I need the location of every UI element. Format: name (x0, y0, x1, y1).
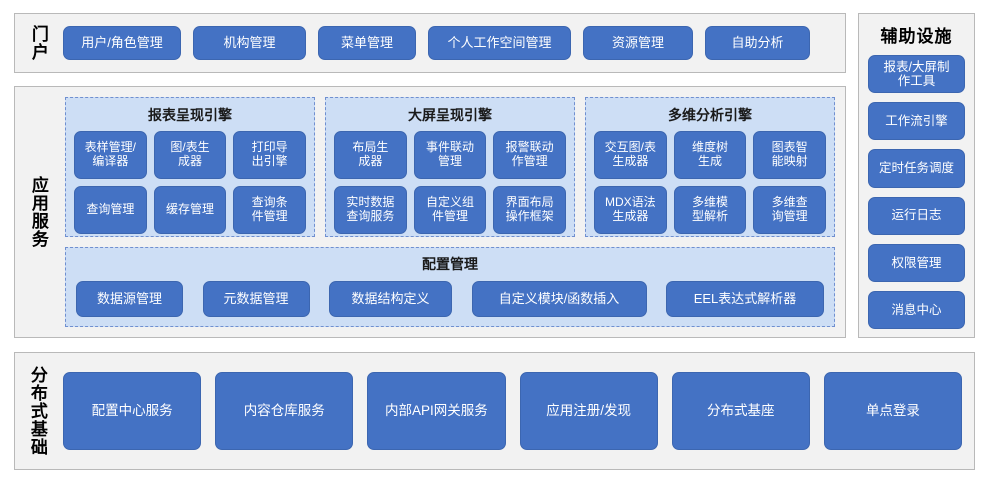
engine-2-button-0[interactable]: 交互图/表 生成器 (594, 131, 667, 179)
config-button-4[interactable]: EEL表达式解析器 (666, 281, 824, 317)
portal-section: 门户 用户/角色管理机构管理菜单管理个人工作空间管理资源管理自助分析 (14, 13, 846, 73)
base-button-5[interactable]: 单点登录 (823, 372, 963, 450)
engine-2-button-5[interactable]: 多维查 询管理 (753, 186, 826, 234)
portal-button-row: 用户/角色管理机构管理菜单管理个人工作空间管理资源管理自助分析 (61, 14, 845, 72)
engine-panel-title-0: 报表呈现引擎 (148, 107, 232, 123)
engine-panel-title-1: 大屏呈现引擎 (408, 107, 492, 123)
auxiliary-facilities-title: 辅助设施 (880, 27, 953, 46)
engine-panel-row: 报表呈现引擎表样管理/ 编译器图/表生 成器打印导 出引擎查询管理缓存管理查询条… (65, 97, 835, 237)
base-button-1[interactable]: 内容仓库服务 (215, 372, 354, 450)
config-management-button-row: 数据源管理元数据管理数据结构定义自定义模块/函数插入 EEL表达式解析器 (76, 280, 824, 318)
portal-section-label: 门户 (28, 25, 48, 61)
application-service-section: 应用服务 报表呈现引擎表样管理/ 编译器图/表生 成器打印导 出引擎查询管理缓存… (14, 86, 846, 338)
engine-1-button-3[interactable]: 实时数据 查询服务 (334, 186, 407, 234)
config-button-3[interactable]: 自定义模块/函数插入 (471, 281, 647, 317)
engine-0-button-0[interactable]: 表样管理/ 编译器 (74, 131, 147, 179)
config-button-0[interactable]: 数据源管理 (76, 281, 183, 317)
engine-panel-2: 多维分析引擎交互图/表 生成器维度树 生成图表智 能映射 MDX语法 生成器多维模… (585, 97, 835, 237)
engine-panel-grid-0: 表样管理/ 编译器图/表生 成器打印导 出引擎查询管理缓存管理查询条 件管理 (74, 131, 306, 234)
engine-panel-1: 大屏呈现引擎布局生 成器事件联动 管理报警联动 作管理实时数据 查询服务自定义组… (325, 97, 575, 237)
config-management-panel: 配置管理 数据源管理元数据管理数据结构定义自定义模块/函数插入 EEL表达式解析器 (65, 247, 835, 327)
base-button-2[interactable]: 内部API网关服务 (367, 372, 506, 450)
engine-0-button-4[interactable]: 缓存管理 (153, 186, 227, 234)
engine-panel-grid-1: 布局生 成器事件联动 管理报警联动 作管理实时数据 查询服务自定义组 件管理界面… (334, 131, 566, 234)
engine-2-button-3[interactable]: MDX语法 生成器 (594, 186, 667, 234)
portal-button-2[interactable]: 菜单管理 (318, 26, 416, 60)
config-management-title: 配置管理 (422, 256, 478, 272)
auxiliary-facilities-section: 辅助设施 报表/大屏制 作工具工作流引擎定时任务调度运行日志权限管理消息中心 (858, 13, 975, 338)
aux-button-5[interactable]: 消息中心 (868, 290, 965, 330)
engine-0-button-1[interactable]: 图/表生 成器 (153, 131, 227, 179)
portal-button-1[interactable]: 机构管理 (193, 26, 306, 60)
portal-button-4[interactable]: 资源管理 (583, 26, 693, 60)
aux-button-0[interactable]: 报表/大屏制 作工具 (868, 55, 965, 94)
base-button-3[interactable]: 应用注册/发现 (519, 372, 658, 450)
engine-panel-title-2: 多维分析引擎 (668, 107, 752, 123)
aux-button-3[interactable]: 运行日志 (868, 196, 965, 235)
aux-button-1[interactable]: 工作流引擎 (868, 102, 965, 141)
application-service-body: 报表呈现引擎表样管理/ 编译器图/表生 成器打印导 出引擎查询管理缓存管理查询条… (61, 87, 845, 337)
engine-0-button-5[interactable]: 查询条 件管理 (233, 186, 306, 234)
engine-1-button-1[interactable]: 事件联动 管理 (413, 131, 487, 179)
engine-1-button-5[interactable]: 界面布局 操作框架 (493, 186, 566, 234)
config-button-1[interactable]: 元数据管理 (202, 281, 310, 317)
engine-2-button-1[interactable]: 维度树 生成 (673, 131, 747, 179)
engine-0-button-2[interactable]: 打印导 出引擎 (233, 131, 306, 179)
application-service-section-label: 应用服务 (28, 176, 48, 248)
portal-button-5[interactable]: 自助分析 (705, 26, 810, 60)
portal-button-0[interactable]: 用户/角色管理 (63, 26, 181, 60)
config-button-2[interactable]: 数据结构定义 (329, 281, 452, 317)
base-button-0[interactable]: 配置中心服务 (63, 372, 202, 450)
engine-2-button-2[interactable]: 图表智 能映射 (753, 131, 826, 179)
distributed-base-section-label: 分布式基础 (27, 366, 47, 456)
aux-button-4[interactable]: 权限管理 (868, 243, 965, 282)
distributed-base-section: 分布式基础 配置中心服务内容仓库服务内部API网关服务应用注册/发现分布式基座单… (14, 352, 975, 470)
engine-1-button-2[interactable]: 报警联动 作管理 (493, 131, 566, 179)
engine-panel-grid-2: 交互图/表 生成器维度树 生成图表智 能映射 MDX语法 生成器多维模 型解析多维… (594, 131, 826, 234)
engine-2-button-4[interactable]: 多维模 型解析 (673, 186, 747, 234)
aux-button-2[interactable]: 定时任务调度 (868, 149, 965, 188)
engine-1-button-0[interactable]: 布局生 成器 (334, 131, 407, 179)
engine-0-button-3[interactable]: 查询管理 (74, 186, 147, 234)
base-button-4[interactable]: 分布式基座 (671, 372, 810, 450)
auxiliary-facilities-list: 报表/大屏制 作工具工作流引擎定时任务调度运行日志权限管理消息中心 (868, 55, 965, 330)
engine-panel-0: 报表呈现引擎表样管理/ 编译器图/表生 成器打印导 出引擎查询管理缓存管理查询条… (65, 97, 315, 237)
portal-button-3[interactable]: 个人工作空间管理 (428, 26, 571, 60)
engine-1-button-4[interactable]: 自定义组 件管理 (413, 186, 487, 234)
distributed-base-button-row: 配置中心服务内容仓库服务内部API网关服务应用注册/发现分布式基座单点登录 (59, 353, 974, 469)
